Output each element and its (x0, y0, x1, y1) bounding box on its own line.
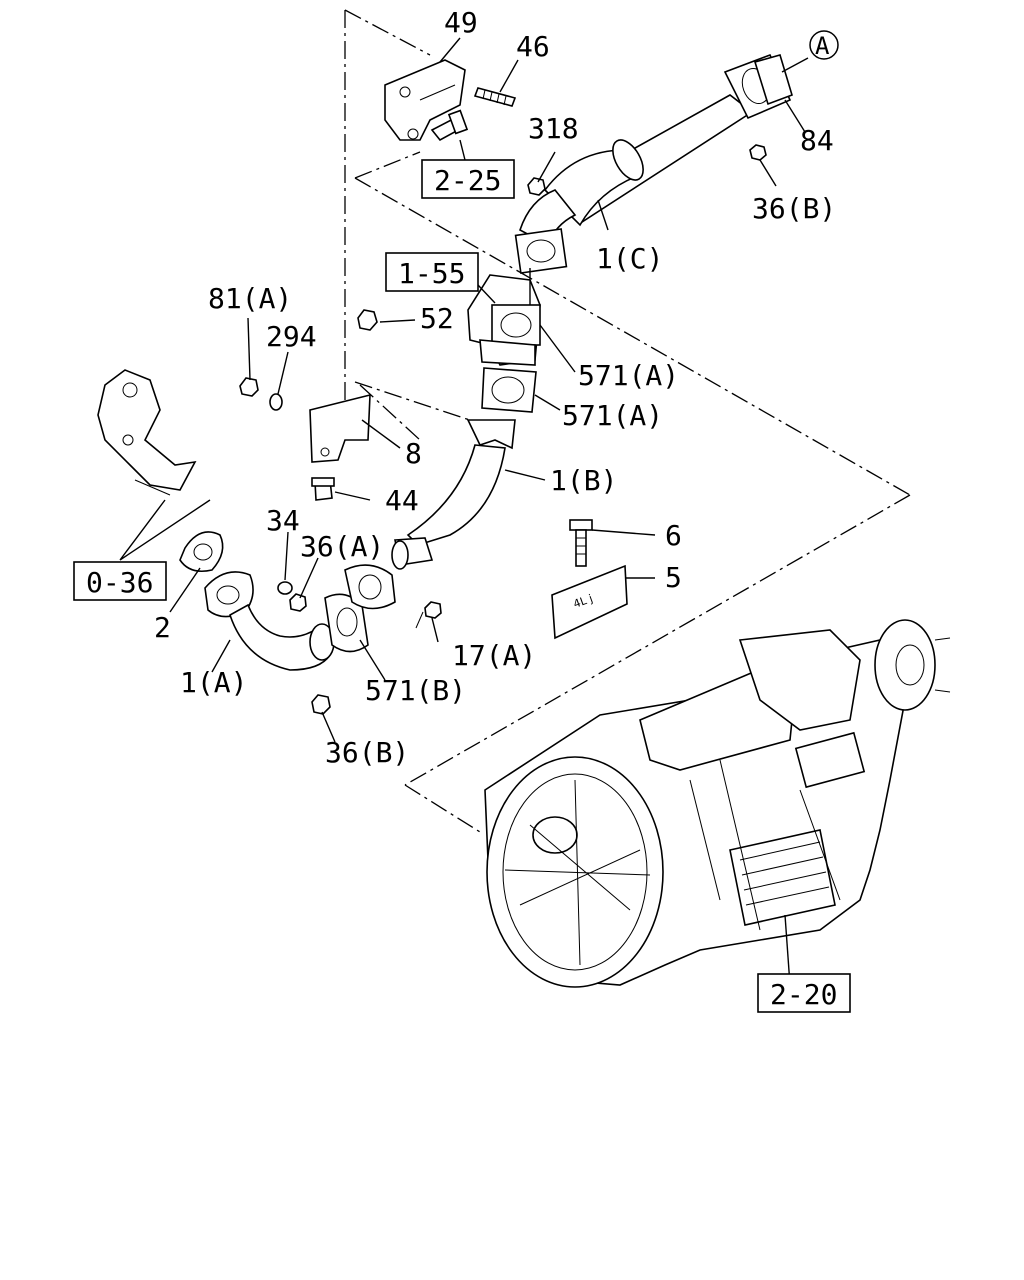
callout-1a: 1(A) (180, 666, 247, 699)
callout-8: 8 (405, 437, 422, 470)
callout-81a: 81(A) (208, 282, 292, 315)
gasket-84 (753, 54, 793, 106)
callout-34: 34 (266, 504, 300, 537)
callout-36a: 36(A) (300, 530, 384, 563)
pipe-1b (391, 419, 516, 570)
gasket-2 (179, 531, 224, 573)
circle-ref-a-label: A (815, 32, 830, 60)
bolt-2-25 (430, 109, 469, 142)
ref-2-20-label: 2-20 (770, 978, 837, 1011)
ref-box-0-36[interactable]: 0-36 (73, 561, 167, 601)
svg-text:4L j: 4L j (572, 592, 595, 611)
ref-1-55-label: 1-55 (398, 257, 465, 290)
callout-1c: 1(C) (596, 242, 663, 275)
nut-52 (357, 309, 378, 331)
transmission-2-20 (484, 619, 951, 988)
exhaust-manifold-0-36 (97, 369, 197, 496)
nut-36b-bottom (311, 694, 331, 715)
ref-box-1-55[interactable]: 1-55 (385, 252, 479, 292)
pipe-1c (514, 94, 754, 274)
stud-46 (473, 87, 517, 107)
nut-36a (289, 593, 307, 612)
bracket-8 (309, 393, 371, 463)
bolt-44 (311, 477, 335, 501)
nut-81a (239, 377, 259, 397)
washer-294 (269, 393, 283, 411)
nut-318 (527, 177, 546, 196)
callout-44: 44 (385, 484, 419, 517)
bracket-1-55 (467, 274, 541, 366)
ref-2-25-label: 2-25 (434, 164, 501, 197)
callout-52: 52 (420, 302, 454, 335)
callout-5: 5 (665, 561, 682, 594)
callout-49: 49 (444, 6, 478, 39)
bolt-17a (415, 601, 442, 629)
flange-1b-end (344, 564, 396, 610)
pipe-1a (204, 571, 335, 671)
callout-36b-bottom: 36(B) (325, 736, 409, 769)
nut-36b-top (749, 144, 767, 161)
nut-34 (277, 581, 293, 595)
ref-0-36-label: 0-36 (86, 566, 153, 599)
callout-labels: 49 46 318 84 36(B) 1(C) 81(A) 294 52 571… (154, 6, 836, 769)
leader-lines (119, 37, 809, 986)
callout-46: 46 (516, 30, 550, 63)
callout-6: 6 (665, 519, 682, 552)
ref-box-2-25[interactable]: 2-25 (421, 159, 515, 199)
callout-36b-top: 36(B) (752, 192, 836, 225)
callout-571b: 571(B) (365, 674, 466, 707)
callout-1b: 1(B) (550, 464, 617, 497)
callout-84: 84 (800, 124, 834, 157)
bolt-6 (569, 519, 593, 567)
callout-17a: 17(A) (452, 639, 536, 672)
gasket-571a-upper (481, 367, 537, 413)
callout-294: 294 (266, 320, 317, 353)
callout-571a-upper: 571(A) (578, 359, 679, 392)
callout-571a-lower: 571(A) (562, 399, 663, 432)
bracket-49 (384, 59, 466, 141)
callout-2: 2 (154, 611, 171, 644)
callout-318: 318 (528, 112, 579, 145)
ref-box-2-20[interactable]: 2-20 (757, 973, 851, 1013)
gasket-571b (324, 593, 369, 653)
circle-ref-a: A (809, 30, 839, 60)
plate-5: 4L j (551, 564, 628, 640)
